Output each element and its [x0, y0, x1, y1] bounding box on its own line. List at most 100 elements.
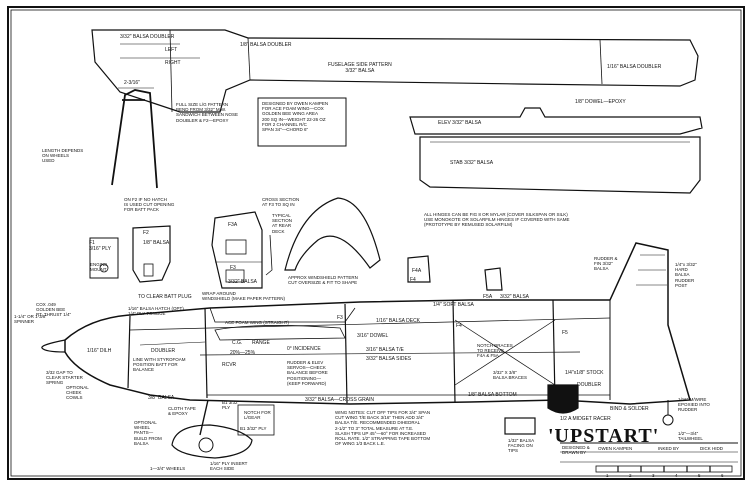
- wing-section: [214, 325, 346, 341]
- inked-label: INKED BY: [658, 446, 680, 451]
- label-f5a-balsa: 3/32" BALSA: [500, 294, 530, 300]
- label-balsa-doubler-top: 3/32" BALSA DOUBLER: [120, 34, 175, 40]
- label-balsa-doubler-right: 1/16" BALSA DOUBLER: [607, 64, 662, 70]
- wheel: [198, 437, 214, 453]
- cross-section-f3a: [211, 211, 263, 289]
- fuselage-side-view: [64, 242, 691, 405]
- label-elev: ELEV 3/32" BALSA: [438, 120, 482, 126]
- label-optional-wheel: OPTIONAL WHEEL PANTS— BUILD FROM BALSA: [134, 420, 162, 446]
- label-balsa-332: 3/32" BALSA: [228, 279, 258, 285]
- label-optional-cheek: OPTIONAL CHEEK COWLS: [66, 385, 89, 401]
- label-f3: F3: [230, 265, 236, 271]
- label-notch-for: NOTCH FOR L/GEAR: [244, 410, 271, 421]
- former-f1: [89, 237, 119, 279]
- label-balsa-te: 3/16" BALSA T/E: [366, 347, 404, 353]
- label-cross-grain: 3/32" BALSA—CROSS GRAIN: [305, 397, 375, 403]
- label-f4: F4: [410, 277, 416, 283]
- label-mwire: 1/16" M/WIRE EPOXIED INTO RUDDER: [678, 397, 710, 413]
- label-engine-mount: ENGINE MOUNT: [90, 262, 108, 273]
- label-typical-section: TYPICAL SECTION AT REAR DECK: [272, 213, 293, 234]
- label-dowel-316: 3/16" DOWEL: [357, 333, 389, 339]
- plan-title: 'UPSTART': [548, 425, 660, 447]
- label-fuselage-side: FUSELAGE SIDE PATTERN 3/32" BALSA: [328, 62, 392, 74]
- scale-6: 6: [721, 473, 724, 478]
- label-cloth-tape: CLOTH TAPE & EPOXY: [168, 406, 196, 417]
- label-dilh: 1/16" DILH: [87, 348, 112, 354]
- landing-gear-pattern: [111, 89, 158, 189]
- label-balsa-doubler-mid: 1/8" BALSA DOUBLER: [240, 42, 292, 48]
- label-cg: C.G.: [232, 340, 243, 346]
- scale-4: 4: [675, 473, 678, 478]
- subtitle: 1/2 A MIDGET RACER: [560, 416, 611, 422]
- label-balsa-bottom: 1/8" BALSA BOTTOM: [468, 392, 517, 398]
- label-windshield: APPROX WINDSHIELD PATTERN CUT OVERSIZE &…: [288, 275, 358, 286]
- label-tailwheel: 1/2"—3/4" TAILWHEEL: [678, 431, 703, 442]
- label-b-332: B1 3/32" PLY: [222, 400, 240, 411]
- label-balsa-hatch: 1/16" BALSA HATCH (OPT) 1/4" PLY TONGUE: [128, 306, 184, 317]
- fuselage-side-pattern: [91, 29, 699, 113]
- label-wheels: 1—3/4" WHEELS: [150, 466, 186, 471]
- logo-badge: [504, 417, 536, 435]
- label-stab: STAB 3/32" BALSA: [450, 160, 494, 166]
- label-wing-notes: WING NOTES: CUT OFF TIPS FOR 3/4" SPAN C…: [335, 410, 431, 447]
- label-cross-section: CROSS SECTION AT F3 TO SQ IN: [262, 197, 300, 208]
- label-hard-balsa: 1/4"x 3/32" HARD BALSA RUDDER POST: [675, 262, 697, 288]
- label-f3-side: F3: [337, 315, 343, 321]
- label-f5a: F5A: [483, 294, 493, 300]
- label-spinner: 1-1/4" OR 1-3/8" SPINNER: [14, 314, 47, 325]
- label-balsa-38: 3/8" BALSA: [148, 395, 175, 401]
- inker-name: DICK HIDD: [700, 446, 724, 451]
- scale-1: 1: [606, 473, 609, 478]
- label-f1: F1 3/16" PLY: [89, 240, 111, 252]
- label-right: RIGHT: [165, 60, 181, 66]
- label-f3a: F3A: [228, 222, 238, 228]
- label-soft-balsa: 1/4" SOFT BALSA: [433, 302, 474, 308]
- label-gap-clear: 3/32 GAP TO CLEAR STARTER SPRING: [46, 370, 83, 386]
- scale-2: 2: [629, 473, 632, 478]
- label-wrap-around: WRAP AROUND WINDSHIELD (MAKE PAPER PATTE…: [202, 291, 286, 302]
- label-notch-braces: NOTCH BRACES TO RECEIVE F4A & F5A: [477, 343, 513, 359]
- label-full-size-lg: FULL SIZE L/G PATTERN BEND FROM 3/32" M.…: [176, 102, 239, 123]
- wheel-pant: [171, 424, 253, 459]
- label-chord: 20%—25%: [230, 350, 256, 356]
- scale-3: 3: [652, 473, 655, 478]
- label-dim-2-3-16: 2-3/16": [124, 80, 140, 86]
- label-f4-side: F4: [456, 323, 462, 329]
- label-range: RANGE: [252, 340, 270, 346]
- tailwheel: [662, 414, 674, 426]
- windshield-pattern: [284, 197, 381, 271]
- elevator: [409, 107, 703, 135]
- label-f2: F2: [143, 230, 149, 236]
- label-f5: F5: [562, 330, 568, 336]
- label-balsa-deck: 1/16" BALSA DECK: [376, 318, 421, 324]
- label-balsa-braces: 3/32" X 3/8" BALSA BRACES: [493, 370, 528, 381]
- label-facing-tips: 1/32" BALSA FACING ON TIPS: [508, 438, 535, 454]
- label-clear-batt: TO CLEAR BATT PLUG: [138, 294, 192, 300]
- former-f2: [132, 225, 171, 283]
- label-cox-049: COX .049 GOLDEN BEE RT. THRUST 1/4": [36, 302, 72, 318]
- emblem: [547, 384, 579, 414]
- label-f2-hatch: ON F2 IF NO HATCH IS USED CUT OPENING FO…: [124, 197, 175, 213]
- label-balsa-sides: 3/32" BALSA SIDES: [366, 356, 412, 362]
- label-dowel-epoxy: 1/8" DOWEL—EPOXY: [575, 99, 626, 105]
- designed-label: DESIGNED & DRAWN BY: [562, 445, 590, 456]
- label-bind-solder: BIND & SOLDER: [610, 406, 649, 412]
- label-incidence: 0° INCIDENCE: [287, 346, 321, 352]
- label-ply-insert: 1/16" PLY INSERT EACH SIDE: [210, 461, 248, 472]
- label-doubler: DOUBLER: [151, 348, 176, 354]
- label-styrofoam: LINE WITH STYROFOAM POSITION BATT FOR BA…: [133, 357, 186, 373]
- designer-name: OWEN KAMPEN: [598, 446, 633, 451]
- label-f4a: F4A: [412, 268, 422, 274]
- label-ace-foam: ACE FOAM WING (STRAIGHT): [225, 320, 289, 325]
- scale-5: 5: [698, 473, 701, 478]
- label-rudder-fin: RUDDER & FIN 3/32" BALSA: [594, 256, 618, 272]
- label-doubler2: DOUBLER: [577, 382, 602, 388]
- label-designed-box: DESIGNED BY OWEN KAMPEN FOR ACE FOAM WIN…: [262, 101, 329, 133]
- label-left: LEFT: [165, 47, 178, 53]
- stabilizer: [419, 136, 701, 194]
- label-stock-18: 1/4"x1/8" STOCK: [565, 370, 604, 376]
- label-hinges-note: ALL HINGES CAN BE FIG 8 OR MYLAR (COVER …: [424, 212, 570, 228]
- label-balsa-18: 1/8" BALSA: [143, 240, 170, 246]
- label-b1-ply: B1 3/32" PLY: [240, 426, 267, 431]
